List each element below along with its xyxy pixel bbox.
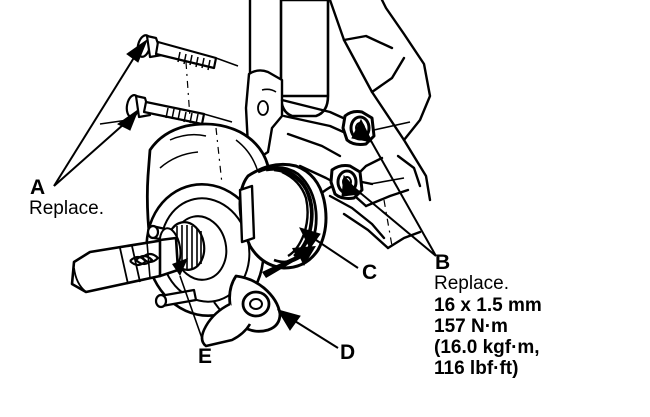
callout-note-b-replace: Replace. bbox=[434, 273, 509, 294]
spec-torque-nm: 157 N·m bbox=[434, 316, 508, 337]
leader-tick-b1 bbox=[369, 177, 405, 185]
leader-line-d bbox=[289, 317, 339, 349]
small-reference-arrow bbox=[172, 258, 188, 276]
arrow-head-b1 bbox=[351, 118, 373, 143]
leader-tick-a bbox=[99, 119, 129, 125]
callout-label-c: C bbox=[362, 261, 378, 284]
leader-line-b1 bbox=[365, 131, 437, 257]
spec-torque-lbfft: 116 lbf·ft) bbox=[434, 358, 519, 379]
leader-arrow-C bbox=[299, 227, 359, 269]
boot-band-clamp bbox=[238, 184, 256, 244]
callout-label-e: E bbox=[198, 345, 213, 368]
leader-line-b2 bbox=[351, 185, 437, 257]
callout-label-a: A bbox=[30, 176, 46, 199]
leader-tick-b2 bbox=[373, 121, 411, 131]
arrow-head-d bbox=[276, 309, 301, 331]
leader-line-a2 bbox=[53, 115, 134, 187]
leader-line-E bbox=[179, 275, 205, 345]
callout-label-b: B bbox=[435, 251, 451, 274]
arrow-head-b2 bbox=[341, 174, 362, 197]
leader-line-c bbox=[309, 235, 359, 269]
spec-torque-kgfm: (16.0 kgf·m, bbox=[434, 337, 540, 358]
callout-label-d: D bbox=[340, 341, 356, 364]
leader-arrow-D bbox=[276, 309, 339, 349]
leader-arrows-B bbox=[341, 118, 437, 257]
lower-arm-ball-joint bbox=[200, 274, 282, 348]
leader-line-a1 bbox=[53, 47, 141, 187]
spec-thread-size: 16 x 1.5 mm bbox=[434, 295, 542, 316]
leader-arrows-A bbox=[53, 38, 149, 187]
driveshaft-boot-bellows bbox=[129, 252, 160, 267]
arrow-head-c bbox=[299, 227, 321, 249]
direction-arrow-bold bbox=[262, 246, 316, 278]
strut-damper bbox=[279, 0, 330, 118]
driveshaft bbox=[70, 236, 180, 294]
hidden-detail-dashed bbox=[185, 61, 393, 247]
arrow-head-a1 bbox=[126, 38, 149, 63]
torque-spec-block: 16 x 1.5 mm 157 N·m (16.0 kgf·m, 116 lbf… bbox=[434, 296, 542, 380]
callout-note-a-replace: Replace. bbox=[29, 198, 104, 219]
leader-line-e bbox=[179, 275, 205, 345]
